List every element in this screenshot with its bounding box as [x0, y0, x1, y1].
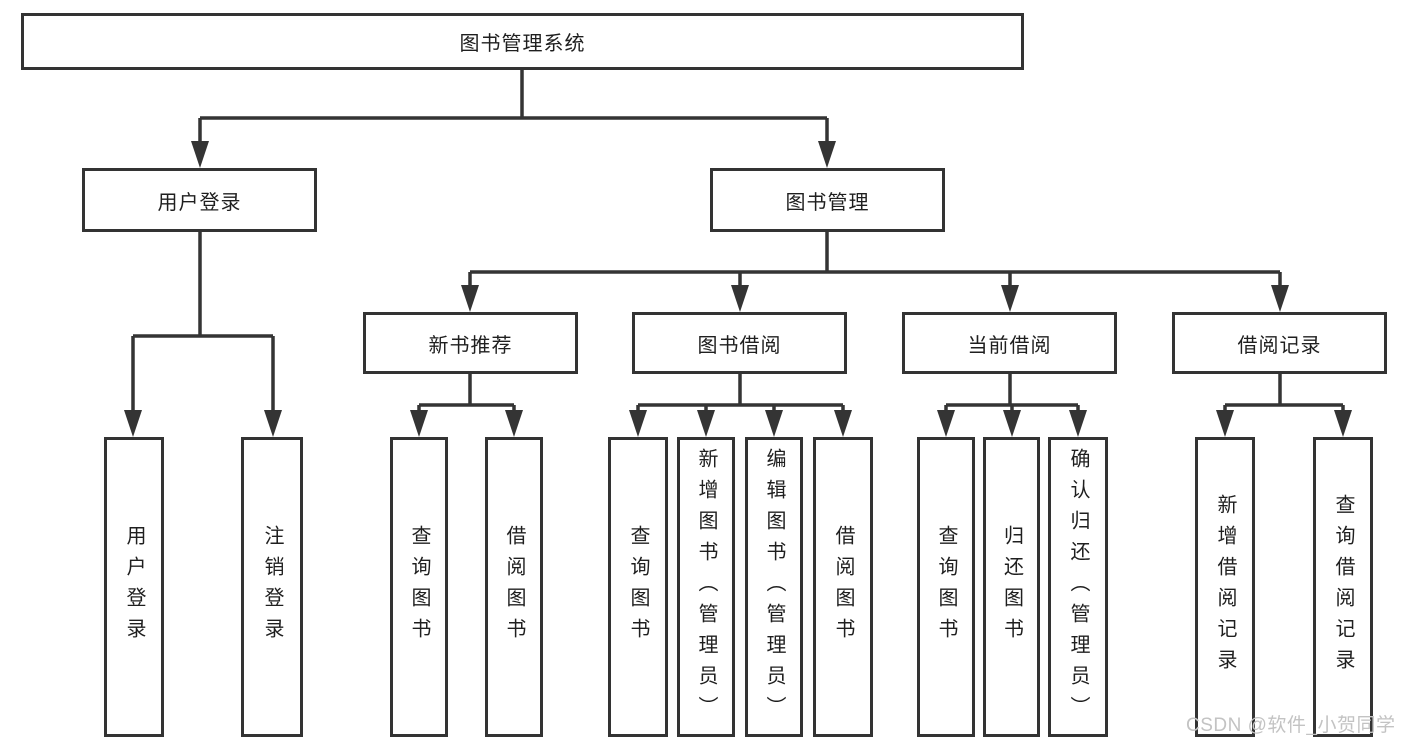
leaf-user-login: 用户登录 — [104, 437, 164, 737]
node-label: 用户登录 — [123, 525, 145, 649]
connector-root-to-branches — [191, 70, 836, 168]
arrowhead — [1069, 410, 1087, 437]
csdn-watermark: CSDN @软件_小贺同学 — [1186, 715, 1396, 736]
connector-book-borrow-to-leaves — [629, 374, 852, 437]
arrowhead — [1271, 285, 1289, 312]
node-label: 图书管理系统 — [459, 33, 586, 55]
leaf-query-borrow-record: 查询借阅记录 — [1313, 437, 1373, 737]
node-label: 新增图书（管理员） — [695, 447, 717, 727]
node-label: 当前借阅 — [967, 334, 1052, 357]
node-label: 图书管理 — [785, 191, 870, 214]
arrowhead — [124, 410, 142, 437]
arrowhead — [1001, 285, 1019, 312]
connector-book-mgmt-to-groups — [461, 232, 1289, 312]
leaf-return-book: 归还图书 — [983, 437, 1040, 737]
node-label: 用户登录 — [157, 191, 242, 214]
connector-new-book-to-leaves — [410, 374, 523, 437]
node-book-management-branch: 图书管理 — [710, 168, 945, 232]
connector-user-login-to-leaves — [124, 232, 282, 437]
arrowhead — [1334, 410, 1352, 437]
node-label: 查询图书 — [627, 525, 649, 649]
node-label: 查询图书 — [935, 525, 957, 649]
node-label: 编辑图书（管理员） — [763, 447, 785, 727]
arrowhead — [410, 410, 428, 437]
node-root-system: 图书管理系统 — [21, 13, 1024, 70]
arrowhead — [1003, 410, 1021, 437]
arrowhead — [834, 410, 852, 437]
node-book-borrow: 图书借阅 — [632, 312, 847, 374]
connector-borrow-record-to-leaves — [1216, 374, 1352, 437]
arrowhead — [697, 410, 715, 437]
arrowhead — [191, 141, 209, 168]
node-label: 新书推荐 — [428, 334, 513, 357]
node-label: 借阅图书 — [832, 525, 854, 649]
arrowhead — [1216, 410, 1234, 437]
leaf-query-book-current: 查询图书 — [917, 437, 975, 737]
leaf-logout: 注销登录 — [241, 437, 303, 737]
node-label: 确认归还（管理员） — [1067, 447, 1089, 727]
leaf-edit-book-admin: 编辑图书（管理员） — [745, 437, 803, 737]
leaf-borrow-book-recommend: 借阅图书 — [485, 437, 543, 737]
arrowhead — [461, 285, 479, 312]
leaf-confirm-return-admin: 确认归还（管理员） — [1048, 437, 1108, 737]
arrowhead — [264, 410, 282, 437]
arrowhead — [937, 410, 955, 437]
leaf-borrow-book: 借阅图书 — [813, 437, 873, 737]
node-label: 图书借阅 — [697, 334, 782, 357]
arrowhead — [765, 410, 783, 437]
node-label: 借阅记录 — [1237, 334, 1322, 357]
connector-current-borrow-to-leaves — [937, 374, 1087, 437]
arrowhead — [505, 410, 523, 437]
arrowhead — [818, 141, 836, 168]
leaf-add-book-admin: 新增图书（管理员） — [677, 437, 735, 737]
node-user-login-branch: 用户登录 — [82, 168, 317, 232]
node-current-borrow: 当前借阅 — [902, 312, 1117, 374]
node-label: 新增借阅记录 — [1214, 494, 1236, 680]
node-label: 查询图书 — [408, 525, 430, 649]
leaf-query-book-recommend: 查询图书 — [390, 437, 448, 737]
leaf-query-book-borrow: 查询图书 — [608, 437, 668, 737]
node-new-book-recommend: 新书推荐 — [363, 312, 578, 374]
node-borrow-record: 借阅记录 — [1172, 312, 1387, 374]
node-label: 注销登录 — [261, 525, 283, 649]
node-label: 查询借阅记录 — [1332, 494, 1354, 680]
node-label: 归还图书 — [1000, 525, 1023, 649]
arrowhead — [731, 285, 749, 312]
node-label: 借阅图书 — [503, 525, 525, 649]
leaf-add-borrow-record: 新增借阅记录 — [1195, 437, 1255, 737]
arrowhead — [629, 410, 647, 437]
